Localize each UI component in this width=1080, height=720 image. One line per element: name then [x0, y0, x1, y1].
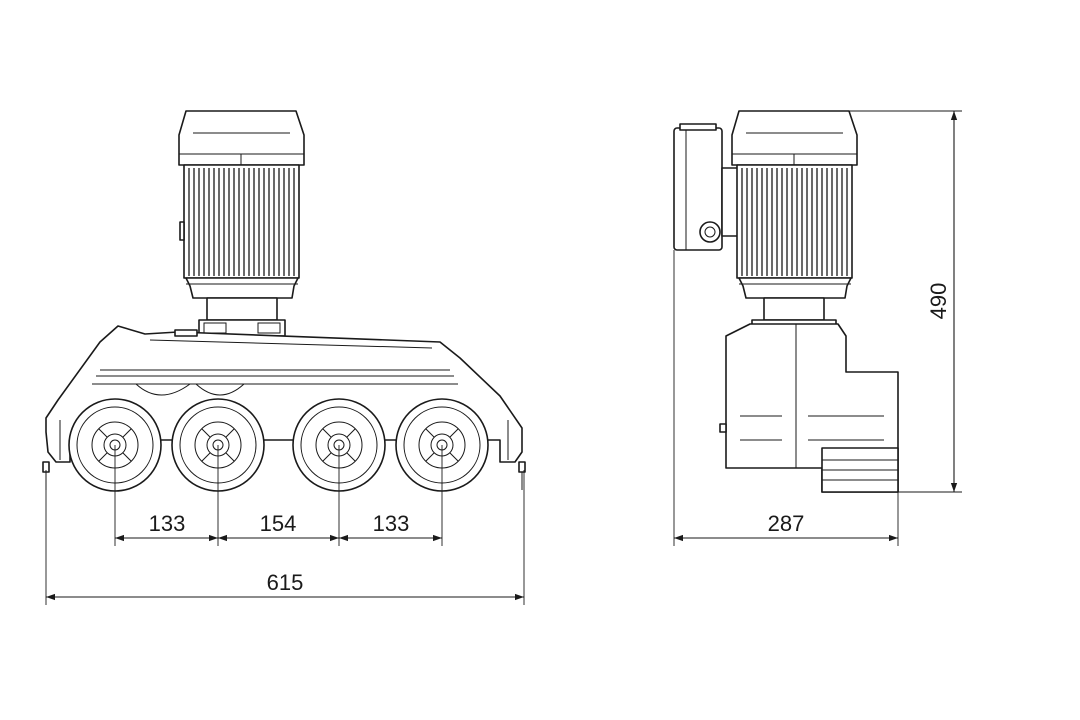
dimension-overall-height-label: 490: [926, 283, 951, 320]
roller-spoke: [225, 452, 235, 462]
front-view: [42, 110, 526, 492]
dimension-pitch-2-label: 154: [260, 511, 297, 536]
side-view: [673, 110, 899, 493]
dimension-overall-width-label: 615: [267, 570, 304, 595]
dimension-lines: [45, 110, 962, 605]
roller-spoke: [322, 428, 332, 438]
dimension-side-depth-label: 287: [768, 511, 805, 536]
roller-spoke: [322, 452, 332, 462]
roller-spoke: [425, 452, 435, 462]
roller-spoke: [98, 452, 108, 462]
roller-spoke: [346, 452, 356, 462]
roller-spoke: [449, 428, 459, 438]
roller-spoke: [201, 452, 211, 462]
roller-spoke: [122, 428, 132, 438]
side-gearbox: [719, 323, 899, 493]
roller-spoke: [425, 428, 435, 438]
side-motor-cap: [731, 110, 858, 166]
roller-spoke: [98, 428, 108, 438]
front-motor-body: [179, 164, 300, 279]
roller-spoke: [346, 428, 356, 438]
side-motor-base: [738, 277, 852, 331]
roller-spoke: [449, 452, 459, 462]
dimension-pitch-1-label: 133: [149, 511, 186, 536]
roller-spoke: [225, 428, 235, 438]
front-motor-base: [185, 277, 299, 337]
roller-spoke: [122, 452, 132, 462]
front-motor-cap: [178, 110, 305, 166]
side-motor-body: [736, 164, 853, 279]
side-terminal-box: [673, 123, 747, 251]
dimension-pitch-3-label: 133: [373, 511, 410, 536]
roller-spoke: [201, 428, 211, 438]
